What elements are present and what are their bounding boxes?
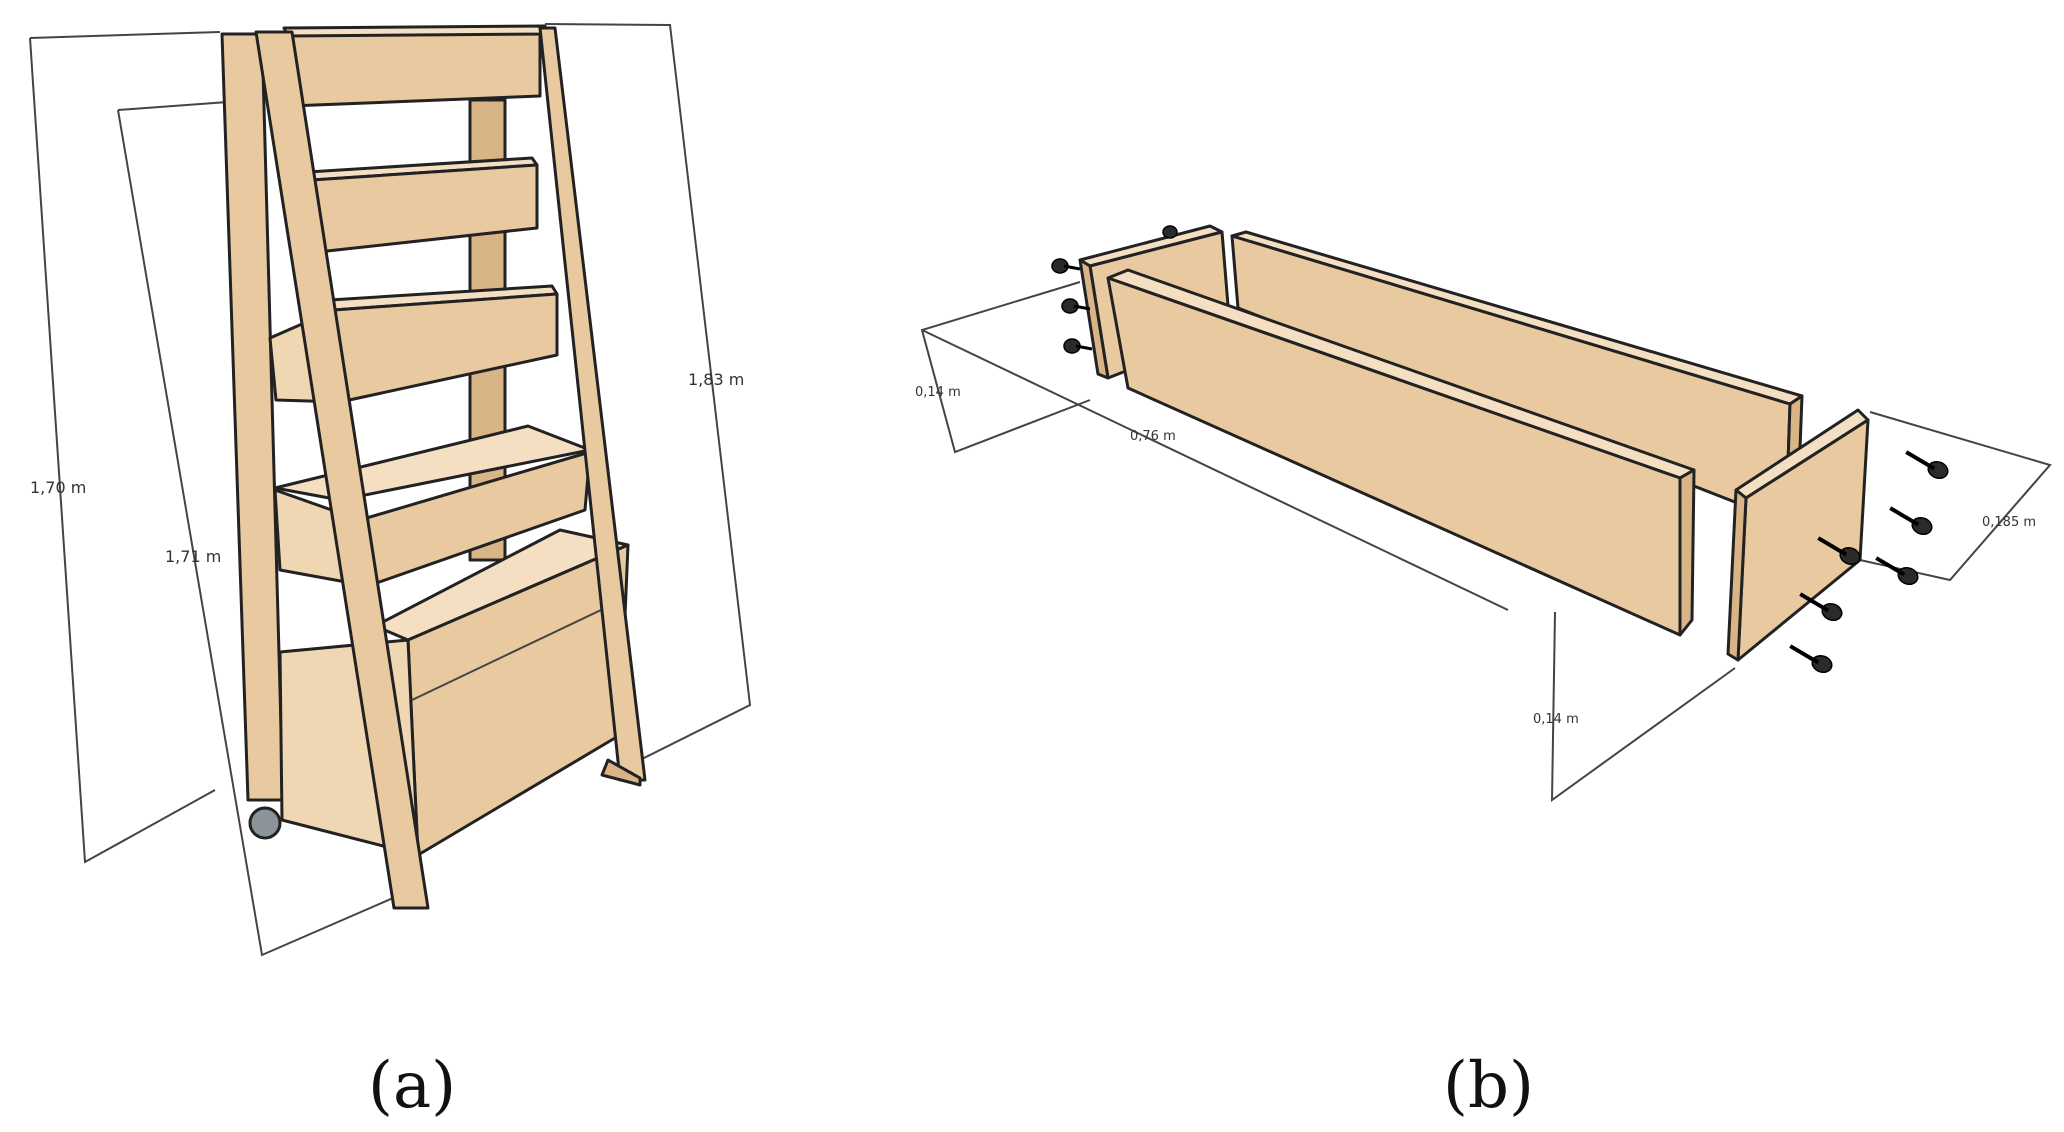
shelf-2-front xyxy=(332,292,559,404)
screw-icon xyxy=(1875,556,1919,586)
front-side-board xyxy=(1106,268,1696,637)
panel-b: 0,14 m 0,76 m 0,185 m 0,14 m (b) xyxy=(915,224,2052,1123)
right-end-board xyxy=(1726,408,1870,662)
dim-line-height-right xyxy=(544,23,752,771)
dim-label-end-width: 0,185 m xyxy=(1982,515,2036,530)
shelf-1 xyxy=(306,156,539,254)
dim-line-end-height xyxy=(920,281,1091,454)
bottom-box-rim xyxy=(411,599,623,701)
dim-label-height-inner: 1,71 m xyxy=(165,547,221,566)
dim-label-length: 0,76 m xyxy=(1130,429,1176,444)
screw-icon xyxy=(1905,450,1949,480)
screw-icon xyxy=(1061,298,1091,314)
leg-foot-right xyxy=(600,758,642,787)
panel-a: 1,70 m 1,71 m 1,83 m (a) xyxy=(29,23,752,1123)
wheel-icon xyxy=(248,806,282,840)
top-board-edge xyxy=(282,24,550,38)
screw-icon xyxy=(1051,258,1081,274)
dim-label-side-height: 0,14 m xyxy=(1533,712,1579,727)
top-board xyxy=(288,28,542,108)
screw-icon xyxy=(1889,506,1933,536)
dim-line-height-inner xyxy=(117,109,401,957)
dim-line-end-width xyxy=(1859,411,2052,582)
dimension-lines-a xyxy=(29,23,752,957)
screw-icon xyxy=(1817,536,1861,566)
screws-right xyxy=(1789,450,1949,674)
back-side-board xyxy=(1230,230,1804,524)
caption-a: (a) xyxy=(368,1049,456,1123)
dim-label-height-right: 1,83 m xyxy=(688,370,744,389)
screws-left xyxy=(1051,225,1178,354)
front-leg-right xyxy=(538,26,647,782)
dim-line-top-left xyxy=(29,31,221,39)
screw-icon xyxy=(1162,225,1178,239)
caption-b: (b) xyxy=(1443,1049,1534,1123)
front-leg-left xyxy=(254,30,430,910)
left-end-board-side xyxy=(1078,258,1110,380)
dim-label-end-height: 0,14 m xyxy=(915,385,961,400)
screw-icon xyxy=(1063,338,1093,354)
dim-line-length xyxy=(921,329,1509,611)
dim-line-height-left xyxy=(29,37,216,864)
front-side-board-end xyxy=(1678,468,1696,637)
screw-icon xyxy=(1789,644,1833,674)
screw-icon xyxy=(1799,592,1843,622)
right-end-board-side xyxy=(1726,488,1748,662)
dim-label-height-left: 1,70 m xyxy=(30,478,86,497)
dim-line-side-height xyxy=(1550,611,1736,802)
